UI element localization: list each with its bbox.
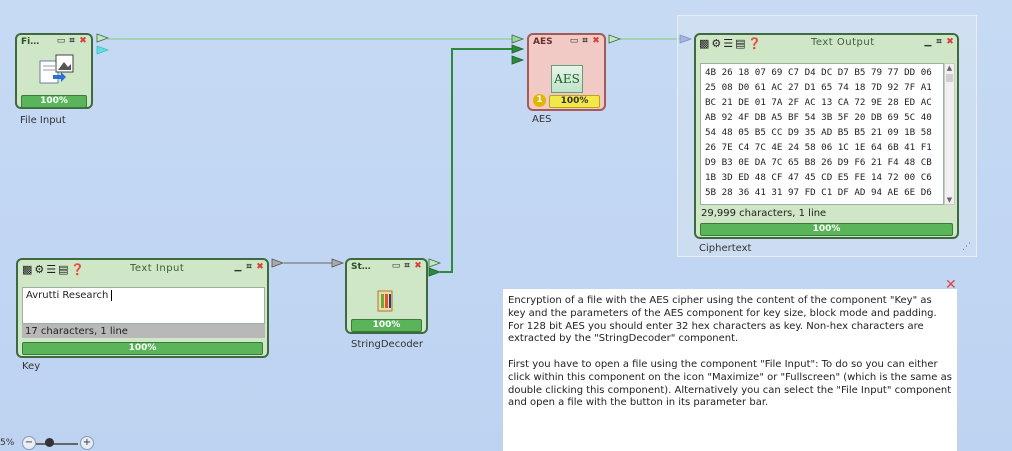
fullscreen-icon[interactable]: ⌗	[936, 37, 942, 47]
zoom-percent: 5%	[0, 438, 15, 448]
image-icon[interactable]: ▩	[22, 263, 33, 276]
hex-line: 26 7E C4 7C 4E 24 58 06 1C 1E 64 6B 41 F…	[705, 142, 932, 153]
close-icon[interactable]: ✖	[256, 262, 264, 272]
string-decoder-icon	[375, 288, 397, 314]
hex-line: D9 B3 0E DA 7C 65 B8 26 D9 F6 21 F4 48 C…	[705, 157, 932, 168]
help-paragraph-2: First you have to open a file using the …	[508, 358, 952, 409]
text-input-toolbar: ▩ ⚙ ☰ ▤ ❓	[22, 263, 84, 276]
text-cursor: ​	[111, 290, 113, 301]
ciphertext-label: Ciphertext	[699, 243, 752, 254]
help-icon[interactable]: ❓	[747, 37, 762, 50]
hex-line: 1B 3D ED 48 CF 47 45 CD E5 FE 14 72 00 C…	[705, 172, 932, 183]
hex-line: 4B 26 18 07 69 C7 D4 DC D7 B5 79 77 DD 0…	[705, 67, 932, 78]
help-paragraph-1: Encryption of a file with the AES cipher…	[508, 295, 937, 345]
vertical-scrollbar[interactable]: ▲ ▼	[944, 63, 955, 205]
hex-line: AB 92 4F DB A5 BF 54 3B 5F 20 DB 69 5C 4…	[705, 112, 932, 123]
fullscreen-icon[interactable]: ⌗	[404, 261, 410, 271]
zoom-slider-track[interactable]	[36, 443, 78, 445]
text-output-toolbar: ▩ ⚙ ☰ ▤ ❓	[699, 37, 761, 50]
aes-badge: 1	[533, 94, 546, 107]
text-output-component[interactable]: ▩ ⚙ ☰ ▤ ❓ Text Output ▁ ⌗ ✖ 4B 26 18 07 …	[694, 33, 959, 239]
hex-line: 54 48 05 B5 CC D9 35 AD B5 B5 21 09 1B 5…	[705, 127, 932, 138]
string-decoder-title: St…	[351, 262, 371, 272]
aes-titlebar: AES ▭ ⌗ ✖	[531, 36, 602, 49]
document-image-icon	[37, 53, 75, 89]
string-decoder-titlebar: St… ▭ ⌗ ✖	[349, 261, 424, 274]
list-icon[interactable]: ☰	[723, 37, 734, 50]
key-text-value: Avrutti Research	[26, 290, 112, 301]
text-input-status: 17 characters, 1 line	[25, 326, 128, 337]
scroll-down-icon[interactable]: ▼	[946, 196, 953, 204]
key-text-field[interactable]: Avrutti Research ​	[22, 287, 265, 324]
scroll-up-icon[interactable]: ▲	[946, 64, 953, 72]
zoom-slider-thumb[interactable]	[45, 438, 54, 447]
maximize-icon[interactable]: ▭	[391, 261, 401, 271]
hex-line: BC 21 DE 01 7A 2F AC 13 CA 72 9E 28 ED A…	[705, 97, 932, 108]
hex-line: 5B 28 36 41 31 97 FD C1 DF AD 94 AE 6E D…	[705, 187, 932, 198]
aes-title: AES	[533, 37, 553, 47]
close-icon[interactable]: ✖	[946, 37, 954, 47]
fullscreen-icon[interactable]: ⌗	[69, 36, 75, 46]
string-decoder-component[interactable]: St… ▭ ⌗ ✖ 100%	[345, 258, 428, 334]
scroll-thumb[interactable]	[946, 74, 953, 82]
help-icon[interactable]: ❓	[70, 263, 85, 276]
text-output-title: Text Output	[811, 37, 875, 48]
aes-component[interactable]: AES ▭ ⌗ ✖ AES 1 100%	[527, 33, 606, 111]
file-input-progress: 100%	[21, 95, 87, 108]
clipboard-icon[interactable]: ▤	[58, 263, 69, 276]
list-icon[interactable]: ☰	[46, 263, 57, 276]
text-output-status: 29,999 characters, 1 line	[701, 208, 827, 219]
zoom-in-button[interactable]: +	[80, 436, 94, 450]
close-icon[interactable]: ✖	[592, 36, 600, 46]
ciphertext-hex-output[interactable]: 4B 26 18 07 69 C7 D4 DC D7 B5 79 77 DD 0…	[700, 63, 944, 205]
close-icon[interactable]: ✕	[945, 277, 957, 293]
gear-icon[interactable]: ⚙	[34, 263, 45, 276]
zoom-control: 5% − +	[0, 436, 98, 451]
aes-progress: 100%	[549, 95, 600, 108]
zoom-out-button[interactable]: −	[22, 436, 36, 450]
gear-icon[interactable]: ⚙	[711, 37, 722, 50]
aes-cipher-icon: AES	[551, 65, 583, 93]
file-input-titlebar: Fi… ▭ ⌗ ✖	[19, 36, 89, 49]
file-input-component[interactable]: Fi… ▭ ⌗ ✖ 100%	[15, 33, 93, 109]
maximize-icon[interactable]: ▭	[569, 36, 579, 46]
clipboard-icon[interactable]: ▤	[735, 37, 746, 50]
maximize-icon[interactable]: ▭	[56, 36, 66, 46]
resize-grip-icon[interactable]: ⋰	[962, 242, 971, 252]
close-icon[interactable]: ✖	[79, 36, 87, 46]
image-icon[interactable]: ▩	[699, 37, 710, 50]
aes-label: AES	[532, 114, 552, 125]
minimize-icon[interactable]: ▁	[234, 262, 242, 272]
text-input-progress: 100%	[22, 342, 263, 355]
string-decoder-progress: 100%	[351, 319, 422, 332]
file-input-label: File Input	[20, 115, 66, 126]
file-input-title: Fi…	[21, 37, 40, 47]
text-input-title: Text Input	[130, 263, 185, 274]
text-input-component[interactable]: ▩ ⚙ ☰ ▤ ❓ Text Input ▁ ⌗ ✖ Avrutti Resea…	[16, 258, 269, 358]
text-input-status-bg	[22, 324, 265, 338]
fullscreen-icon[interactable]: ⌗	[582, 36, 588, 46]
help-description-panel: Encryption of a file with the AES cipher…	[503, 289, 957, 451]
key-label: Key	[22, 361, 41, 372]
fullscreen-icon[interactable]: ⌗	[246, 262, 252, 272]
minimize-icon[interactable]: ▁	[924, 37, 932, 47]
hex-line: 25 08 D0 61 AC 27 D1 65 74 18 7D 92 7F A…	[705, 82, 932, 93]
close-icon[interactable]: ✖	[414, 261, 422, 271]
text-output-progress: 100%	[700, 223, 953, 236]
string-decoder-label: StringDecoder	[351, 339, 423, 350]
